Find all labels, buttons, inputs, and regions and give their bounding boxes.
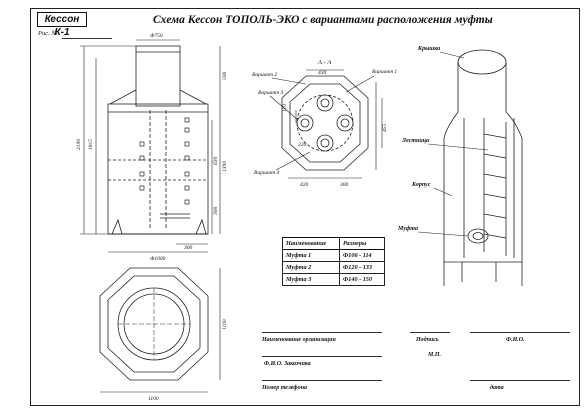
section-label: А - А	[317, 59, 331, 66]
date-line	[470, 380, 570, 381]
table-header-size: Размеры	[339, 237, 385, 250]
dim-s220: 220	[298, 142, 307, 148]
org-line	[262, 332, 382, 333]
date-label: дата	[490, 385, 504, 391]
dim-r455: 455	[381, 124, 388, 133]
top-plan-view	[99, 267, 221, 393]
signature-label: Подпись	[416, 337, 439, 343]
stamp-place-label: М.П.	[428, 352, 442, 358]
variant-3-label: Вариант 3	[258, 90, 283, 96]
sleeve-size-table: Наименование Размеры Муфта 1 Ф106 - 114 …	[282, 237, 385, 286]
label-ladder: Лестница	[401, 138, 429, 144]
figure-number-label: Рис. №	[38, 30, 58, 37]
dim-h630: 630	[213, 157, 219, 166]
dim-d1000: Ф1000	[150, 256, 166, 262]
dim-h1390: 1390	[222, 161, 228, 172]
table-row: Муфта 1 Ф106 - 114	[282, 249, 385, 262]
caisson-model-stamp: Кессон К-1	[37, 12, 87, 38]
drawing-title: Схема Кессон ТОПОЛЬ-ЭКО с вариантами рас…	[153, 14, 493, 26]
variant-2-label: Вариант 2	[252, 72, 277, 78]
dim-left-420: 420	[300, 181, 309, 188]
dim-h1100: 1100	[222, 319, 228, 330]
org-label: Наименование организации	[262, 337, 336, 343]
table-row: Муфта 3 Ф140 - 150	[282, 273, 385, 286]
signature-line	[410, 332, 450, 333]
figure-number-line	[62, 38, 112, 39]
dim-h500: 500	[222, 72, 228, 81]
variant-4-label: Вариант 4	[254, 169, 279, 176]
drawing-frame	[30, 8, 580, 406]
fio-line	[470, 332, 570, 333]
dim-w1100: 1100	[148, 396, 159, 402]
dim-s110: 110	[282, 104, 288, 112]
dim-right-300: 300	[339, 182, 349, 188]
dim-h300-bottom: 300	[183, 245, 193, 251]
table-cell: Ф120 - 133	[339, 261, 385, 274]
label-lid: Крышка	[417, 46, 440, 52]
dim-d750: Ф750	[150, 33, 163, 39]
table-header-name: Наименование	[282, 237, 340, 250]
label-body: Корпус	[411, 182, 431, 188]
table-cell: Ф106 - 114	[339, 249, 385, 262]
section-a-a-view	[269, 69, 383, 179]
phone-line	[262, 380, 382, 381]
table-cell: Муфта 3	[282, 273, 340, 286]
dim-h2190: 2190	[76, 139, 82, 150]
table-header-row: Наименование Размеры	[282, 237, 385, 250]
table-row: Муфта 2 Ф120 - 133	[282, 261, 385, 274]
table-cell: Ф140 - 150	[339, 273, 385, 286]
dim-h300-side: 300	[213, 207, 219, 217]
customer-line	[262, 356, 382, 357]
label-sleeve: Муфта	[397, 225, 418, 232]
side-view	[80, 39, 221, 253]
dim-top-430: 430	[318, 69, 327, 76]
fio-label: Ф.И.О.	[506, 337, 525, 343]
table-cell: Муфта 2	[282, 261, 340, 274]
dim-h1815: 1815	[88, 139, 94, 150]
table-cell: Муфта 1	[282, 249, 340, 262]
phone-label: Номер телефона	[262, 385, 308, 391]
variant-1-label: Вариант 1	[372, 69, 397, 75]
cutaway-3d-view	[417, 49, 523, 286]
customer-label: Ф.И.О. Заказчика	[264, 361, 311, 367]
